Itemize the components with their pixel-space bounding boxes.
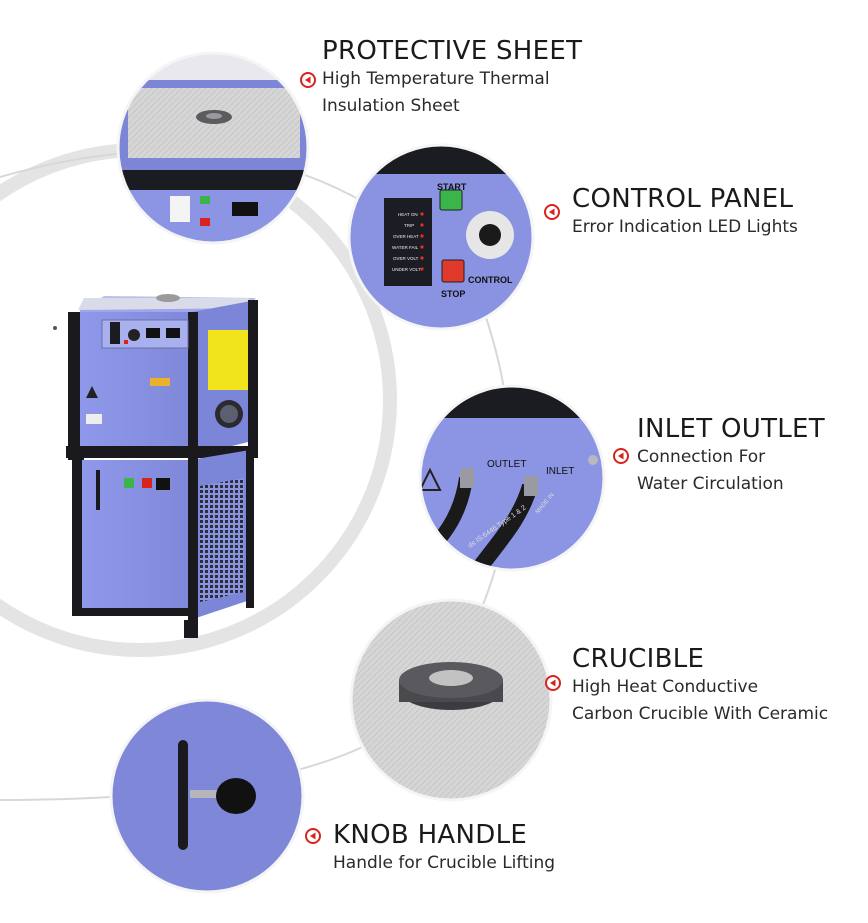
marker-icon [300,72,316,88]
feature-desc-line: Carbon Crucible With Ceramic [572,704,829,724]
marker-icon [305,828,321,844]
feature-title: CRUCIBLE [572,644,705,674]
stop-label: STOP [441,289,465,299]
svg-text:OVER HEAT: OVER HEAT [393,234,419,239]
control-label: CONTROL [468,275,513,285]
svg-text:UNDER VOLT: UNDER VOLT [392,267,421,272]
feature-desc-line: Connection For [637,447,766,467]
feature-knob-handle: KNOB HANDLE Handle for Crucible Lifting [333,820,555,877]
feature-title: CONTROL PANEL [572,184,794,214]
svg-text:HEAT ON: HEAT ON [398,212,418,217]
svg-text:TRIP: TRIP [404,223,414,228]
feature-desc-line: High Temperature Thermal [322,69,550,89]
feature-title: PROTECTIVE SHEET [322,36,583,66]
inlet-label: INLET [546,466,574,477]
feature-inlet-outlet: INLET OUTLET Connection For Water Circul… [637,414,825,498]
feature-control-panel: CONTROL PANEL Error Indication LED Light… [572,184,798,241]
feature-protective-sheet: PROTECTIVE SHEET High Temperature Therma… [322,36,582,120]
furnace-machine [53,294,258,638]
svg-text:OVER VOLT: OVER VOLT [393,256,419,261]
feature-desc-line: Handle for Crucible Lifting [333,853,556,873]
feature-desc-line: Water Circulation [637,474,784,494]
detail-protective-sheet [118,53,308,243]
feature-crucible: CRUCIBLE High Heat Conductive Carbon Cru… [572,644,828,728]
detail-crucible [351,600,551,800]
feature-desc-line: Error Indication LED Lights [572,217,798,237]
bullet-markers [300,72,629,844]
feature-title: KNOB HANDLE [333,820,528,850]
detail-inlet-outlet [420,386,604,570]
feature-desc-line: Insulation Sheet [322,96,460,116]
detail-knob-handle [111,700,303,892]
svg-text:WATER FAIL: WATER FAIL [392,245,419,250]
feature-title: INLET OUTLET [637,414,825,444]
marker-icon [613,448,629,464]
feature-desc-line: High Heat Conductive [572,677,759,697]
outlet-label: OUTLET [487,459,526,470]
marker-icon [544,204,560,220]
led-list: HEAT ON TRIP OVER HEAT WATER FAIL OVER V… [392,212,421,272]
start-label: START [437,182,467,192]
marker-icon [545,675,561,691]
